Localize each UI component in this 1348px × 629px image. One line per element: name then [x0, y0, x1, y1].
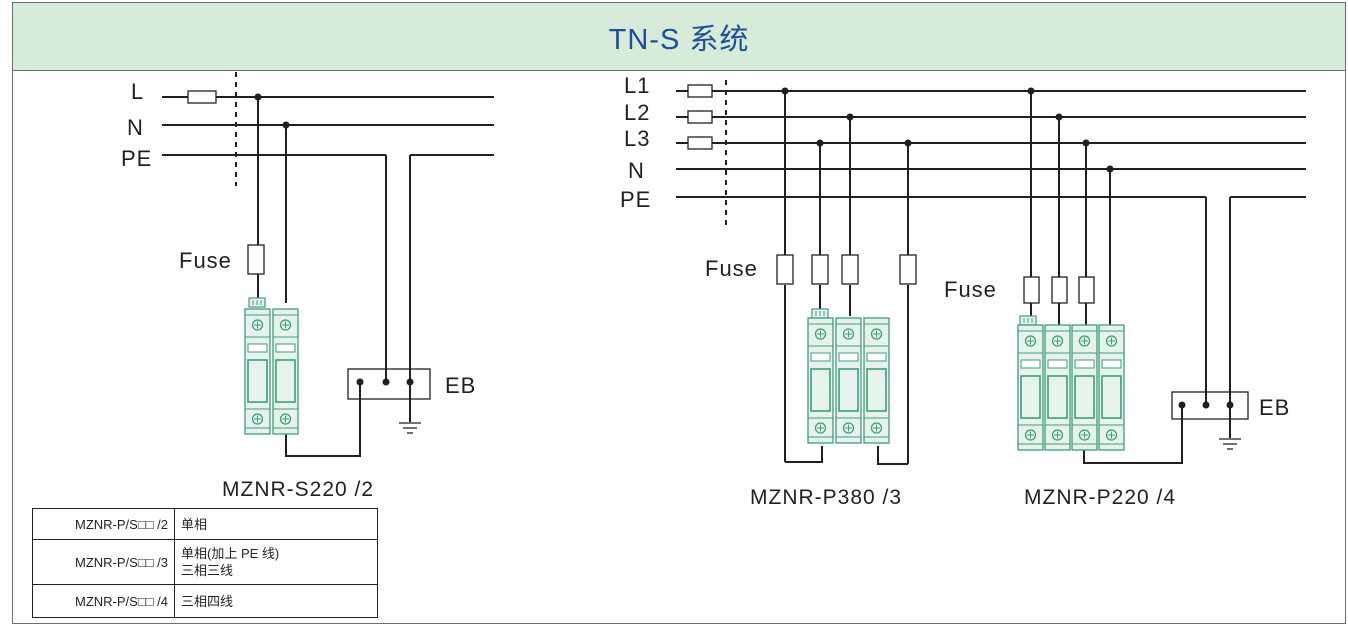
description-cell: 单相 — [174, 508, 378, 540]
line-label-l3: L3 — [624, 126, 650, 151]
description-line: 三相三线 — [181, 563, 234, 578]
fuse-symbol — [187, 90, 217, 104]
model-cell: MZNR-P/S□□ /4 — [32, 584, 175, 618]
model-label-p220: MZNR-P220 /4 — [1024, 486, 1176, 509]
line-label-pe: PE — [620, 187, 651, 212]
spd-module-p220 — [1017, 315, 1125, 451]
junction-dots — [254, 93, 414, 386]
page-title: TN-S 系统 — [608, 23, 750, 56]
table-row: MZNR-P/S□□ /2 单相 — [32, 508, 378, 540]
eb-label: EB — [445, 373, 476, 398]
title-bar: TN-S 系统 — [12, 2, 1346, 71]
model-table: MZNR-P/S□□ /2 单相 MZNR-P/S□□ /3 单相(加上 PE … — [32, 508, 378, 618]
spd-module-s220 — [244, 297, 299, 435]
line-label-l2: L2 — [624, 100, 650, 125]
line-label-n: N — [127, 115, 144, 140]
table-row: MZNR-P/S□□ /4 三相四线 — [32, 584, 378, 618]
description-line: 三相四线 — [181, 593, 234, 609]
ground-icon — [1218, 438, 1242, 450]
description-cell: 三相四线 — [174, 584, 378, 618]
equipotential-bar — [1171, 391, 1249, 420]
line-label-l1: L1 — [624, 73, 650, 98]
description-cell: 单相(加上 PE 线) 三相三线 — [174, 539, 378, 585]
right-diagram — [676, 90, 1306, 465]
left-diagram — [162, 96, 494, 457]
equipotential-bar — [347, 368, 431, 400]
line-label-n: N — [628, 158, 645, 183]
junction-dots — [781, 87, 1234, 409]
description-line: 单相 — [181, 516, 208, 532]
input-fuses — [687, 84, 713, 150]
spd-module-p380 — [807, 308, 890, 444]
description-line: 单相(加上 PE 线) — [181, 546, 280, 561]
model-cell: MZNR-P/S□□ /3 — [32, 539, 175, 585]
fuse-symbol — [247, 244, 265, 275]
ground-icon — [398, 422, 422, 434]
model-cell: MZNR-P/S□□ /2 — [32, 508, 175, 540]
fuse-label: Fuse — [944, 277, 997, 302]
line-label-pe: PE — [121, 146, 152, 171]
model-label-p380: MZNR-P380 /3 — [750, 486, 902, 509]
table-row: MZNR-P/S□□ /3 单相(加上 PE 线) 三相三线 — [32, 539, 378, 585]
line-label-l: L — [131, 79, 144, 104]
model-label-s220: MZNR-S220 /2 — [222, 478, 374, 501]
branch-fuses-p380 — [776, 254, 917, 285]
eb-label: EB — [1259, 395, 1290, 420]
fuse-label: Fuse — [705, 256, 758, 281]
fuse-label: Fuse — [179, 248, 232, 273]
branch-fuses-p220 — [1023, 276, 1095, 304]
